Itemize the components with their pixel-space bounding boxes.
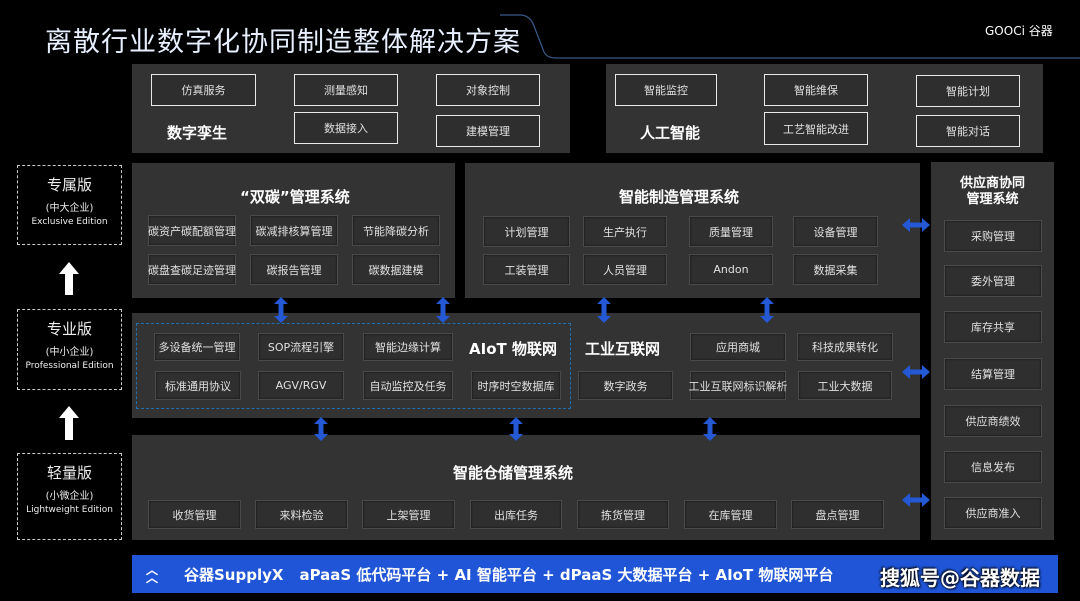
ai-item[interactable]: 智能监控 <box>615 74 717 106</box>
edition-en: Lightweight Edition <box>26 505 113 515</box>
mfg-item[interactable]: Andon <box>689 254 773 285</box>
double-arrow-icon <box>597 297 611 323</box>
iot-item[interactable]: 自动监控及任务 <box>363 371 453 400</box>
double-arrow-icon <box>314 417 328 441</box>
brand-name: 谷器SupplyX <box>184 565 284 584</box>
edition-professional[interactable]: 专业版 (中小企业) Professional Edition <box>17 309 122 390</box>
iot-item[interactable]: 多设备统一管理 <box>154 333 240 361</box>
edition-exclusive[interactable]: 专属版 (中大企业) Exclusive Edition <box>17 165 122 245</box>
mfg-item[interactable]: 工装管理 <box>483 254 570 285</box>
double-arrow-icon <box>509 417 523 441</box>
up-arrow-icon <box>65 274 73 295</box>
ai-item[interactable]: 工艺智能改进 <box>764 112 868 145</box>
ai-item[interactable]: 智能维保 <box>764 74 868 106</box>
ai-item[interactable]: 智能对话 <box>916 115 1020 147</box>
supplier-title: 供应商协同 管理系统 <box>959 176 1025 207</box>
carbon-item[interactable]: 节能降碳分析 <box>352 215 440 246</box>
iot-item[interactable]: AGV/RGV <box>258 371 344 400</box>
double-arrow-icon <box>902 365 930 379</box>
double-arrow-icon <box>436 297 450 323</box>
watermark: 搜狐号@谷器数据 <box>880 566 1040 590</box>
supplier-item[interactable]: 结算管理 <box>944 358 1042 390</box>
supplier-item[interactable]: 委外管理 <box>944 265 1042 297</box>
edition-lightweight[interactable]: 轻量版 (小微企业) Lightweight Edition <box>17 453 122 540</box>
platform-text: aPaaS 低代码平台 + AI 智能平台 + dPaaS 大数据平台 + AI… <box>299 565 834 584</box>
edition-name: 轻量版 <box>46 464 92 482</box>
ai-item[interactable]: 智能计划 <box>916 75 1020 107</box>
up-arrow-icon <box>59 262 79 274</box>
supplier-item[interactable]: 供应商绩效 <box>944 405 1042 437</box>
dt-item[interactable]: 测量感知 <box>294 74 398 106</box>
warehouse-item[interactable]: 来料检验 <box>255 500 348 529</box>
edition-en: Professional Edition <box>25 361 114 371</box>
warehouse-title: 智能仓储管理系统 <box>453 464 574 482</box>
double-arrow-icon <box>274 297 288 323</box>
warehouse-item[interactable]: 收货管理 <box>148 500 241 529</box>
edition-sub: (中小企业) <box>45 347 94 358</box>
supplier-item[interactable]: 库存共享 <box>944 311 1042 343</box>
industrial-item[interactable]: 工业互联网标识解析 <box>689 371 788 400</box>
iot-item[interactable]: 智能边缘计算 <box>363 333 453 361</box>
mfg-item[interactable]: 生产执行 <box>583 216 667 247</box>
dt-item[interactable]: 数据接入 <box>294 112 398 144</box>
mfg-item[interactable]: 计划管理 <box>483 216 570 247</box>
mfg-title: 智能制造管理系统 <box>619 188 740 206</box>
warehouse-item[interactable]: 出库任务 <box>470 500 562 529</box>
chevrons-up-icon: ︿︿ <box>146 563 159 585</box>
industrial-item[interactable]: 科技成果转化 <box>797 333 893 361</box>
double-arrow-icon <box>902 493 930 507</box>
warehouse-item[interactable]: 在库管理 <box>684 500 777 529</box>
warehouse-item[interactable]: 拣货管理 <box>577 500 669 529</box>
edition-name: 专属版 <box>46 176 92 194</box>
logo: GOOCi 谷器 <box>985 24 1053 38</box>
iot-title: AIoT 物联网 <box>469 340 557 358</box>
double-arrow-icon <box>703 417 717 441</box>
carbon-item[interactable]: 碳减排核算管理 <box>250 215 338 246</box>
platform-bar: ︿︿ 谷器SupplyX aPaaS 低代码平台 + AI 智能平台 + dPa… <box>132 555 1058 593</box>
dt-item[interactable]: 对象控制 <box>436 74 540 106</box>
iot-panel <box>132 313 920 418</box>
carbon-item[interactable]: 碳资产碳配额管理 <box>148 215 236 246</box>
supplier-item[interactable]: 采购管理 <box>944 220 1042 252</box>
supplier-item[interactable]: 供应商准入 <box>944 497 1042 529</box>
ai-label: 人工智能 <box>640 124 701 142</box>
iot-item[interactable]: 标准通用协议 <box>155 371 241 400</box>
warehouse-item[interactable]: 上架管理 <box>362 500 455 529</box>
double-arrow-icon <box>760 297 774 323</box>
mfg-item[interactable]: 设备管理 <box>793 216 878 247</box>
carbon-title: “双碳”管理系统 <box>240 188 350 206</box>
iot-dashed-group <box>136 323 571 409</box>
supplier-item[interactable]: 信息发布 <box>944 451 1042 483</box>
industrial-item[interactable]: 工业大数据 <box>798 371 892 400</box>
page-title: 离散行业数字化协同制造整体解决方案 <box>45 27 521 58</box>
double-arrow-icon <box>902 218 930 232</box>
industrial-item[interactable]: 应用商城 <box>690 333 786 361</box>
carbon-item[interactable]: 碳盘查碳足迹管理 <box>148 254 236 285</box>
edition-en: Exclusive Edition <box>31 217 108 227</box>
edition-name: 专业版 <box>46 320 92 338</box>
dt-item[interactable]: 建模管理 <box>436 115 540 147</box>
carbon-item[interactable]: 碳数据建模 <box>352 254 440 285</box>
industrial-item[interactable]: 数字政务 <box>578 371 673 400</box>
mfg-item[interactable]: 质量管理 <box>689 216 773 247</box>
iot-item[interactable]: 时序时空数据库 <box>471 371 561 400</box>
up-arrow-icon <box>59 406 79 418</box>
iot-item[interactable]: SOP流程引擎 <box>258 333 344 361</box>
mfg-item[interactable]: 人员管理 <box>583 254 667 285</box>
edition-sub: (小微企业) <box>45 491 94 502</box>
mfg-item[interactable]: 数据采集 <box>793 254 878 285</box>
title-underline <box>500 14 1080 59</box>
edition-sub: (中大企业) <box>45 203 94 214</box>
digital-twin-label: 数字孪生 <box>167 124 228 142</box>
supplier-panel <box>931 162 1054 540</box>
dt-item[interactable]: 仿真服务 <box>151 74 256 106</box>
industrial-title: 工业互联网 <box>585 340 661 358</box>
carbon-item[interactable]: 碳报告管理 <box>250 254 338 285</box>
up-arrow-icon <box>65 418 73 440</box>
warehouse-item[interactable]: 盘点管理 <box>791 500 884 529</box>
